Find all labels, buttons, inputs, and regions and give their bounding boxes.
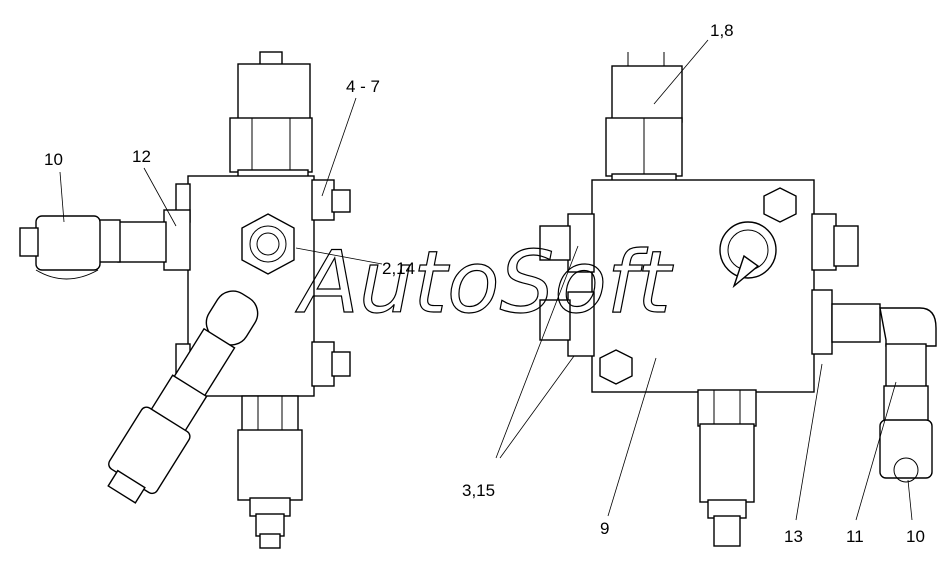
right-nut-13 (831, 303, 881, 343)
left-cartridge-nut (241, 395, 299, 433)
left-cartridge-body (237, 429, 303, 501)
right-stub-lower (567, 291, 595, 357)
callout-right-3-15: 3,15 (462, 481, 495, 500)
left-solenoid-coil (237, 63, 311, 121)
left-adapter-12 (163, 209, 191, 271)
left-hex-plug (241, 213, 295, 275)
left-quick-coupler-10 (35, 215, 101, 271)
left-fitting-upper (311, 179, 335, 221)
callout-right-11: 11 (846, 527, 864, 546)
left-solenoid-nut (229, 117, 313, 173)
right-elbow-11 (879, 307, 937, 347)
right-assembly-view (539, 52, 937, 547)
watermark-text: AutoSoft (295, 233, 674, 333)
leader-lines (59, 39, 913, 521)
callout-left-12: 12 (132, 147, 151, 166)
callout-left-10: 10 (44, 150, 63, 169)
right-hex-bottom (599, 349, 633, 385)
right-solenoid-coil (611, 65, 683, 123)
callout-left-4-7: 4 - 7 (346, 77, 380, 96)
left-assembly-view (19, 51, 351, 549)
callout-left-2-14: 2,14 (382, 259, 415, 278)
right-adapter-13 (811, 289, 833, 355)
callout-right-1-8: 1,8 (710, 21, 734, 40)
right-hex-top (763, 187, 797, 223)
right-cartridge-nut (697, 389, 757, 427)
left-fitting-lower (311, 341, 335, 387)
callout-right-10: 10 (906, 527, 925, 546)
right-cartridge-body (699, 423, 755, 503)
callout-right-9: 9 (600, 519, 609, 538)
callout-right-13: 13 (784, 527, 803, 546)
right-quick-coupler-10 (879, 419, 933, 479)
left-angled-fitting (107, 290, 259, 504)
